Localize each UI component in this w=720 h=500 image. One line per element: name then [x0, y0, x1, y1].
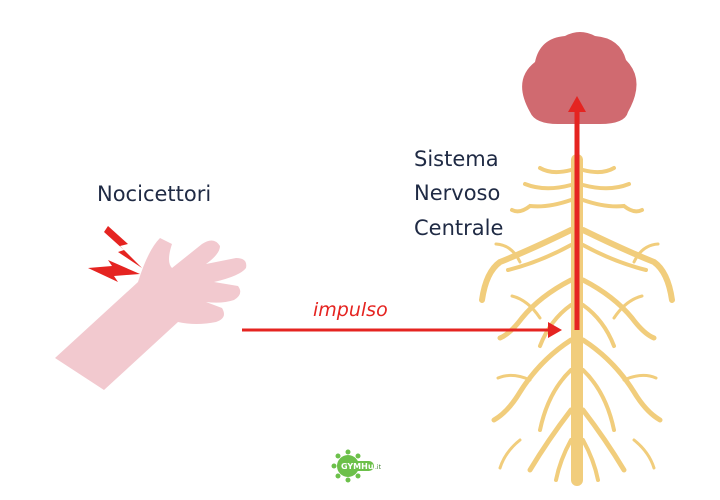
brain-icon: [522, 32, 637, 124]
lightning-bolt-icon: [88, 260, 140, 282]
cns-label-line2: Nervoso: [414, 181, 500, 205]
gymhub-logo: GYMHub .it: [331, 449, 382, 483]
logo-virus-icon: [331, 449, 374, 483]
nociceptors-label: Nocicettori: [97, 182, 211, 206]
hand-icon: [55, 238, 247, 390]
impulse-arrow: [242, 322, 562, 338]
ascending-arrow: [568, 96, 586, 330]
cns-label-line1: Sistema: [414, 147, 499, 171]
logo-brand: GYMHub: [341, 462, 380, 471]
impulse-label: impulso: [313, 299, 388, 321]
cns-label-line3: Centrale: [414, 216, 503, 240]
logo-tld: .it: [375, 464, 382, 471]
lightning-bolt-icon: [104, 226, 142, 268]
